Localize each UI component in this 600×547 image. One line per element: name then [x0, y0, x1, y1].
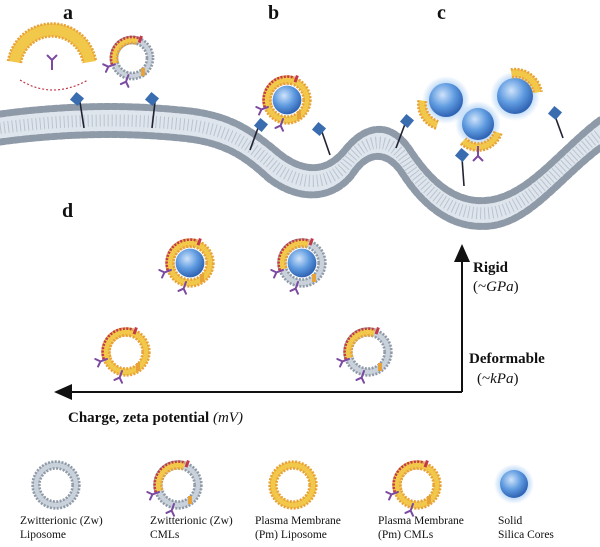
- panel-label-c: c: [437, 2, 446, 24]
- receptor-marker: [454, 147, 470, 187]
- receptor-marker: [311, 121, 331, 156]
- panel-c-particles: [416, 67, 543, 162]
- legend-label-zw-cml: Zwitterionic (Zw)CMLs: [150, 515, 233, 541]
- membrane-top-leaflet: [0, 103, 600, 205]
- receptor-marker: [249, 117, 269, 151]
- rigid-label: Rigid: [473, 260, 509, 276]
- particle-layer: [6, 22, 543, 517]
- panel-label-b: b: [268, 2, 280, 24]
- receptor-group: [69, 91, 564, 187]
- legend-label-pm-cml: Plasma Membrane(Pm) CMLs: [378, 515, 464, 541]
- rigid-unit-label: (~GPa): [473, 279, 519, 295]
- legend-label-zw-liposome: Zwitterionic (Zw)Liposome: [20, 515, 103, 541]
- deformable-unit-label: (~kPa): [477, 371, 519, 387]
- axes: [54, 244, 470, 400]
- membrane-bottom-leaflet: [0, 131, 600, 230]
- panel-a-particles: [6, 22, 155, 91]
- panel-label-a: a: [63, 2, 73, 24]
- charge-axis-label: Charge, zeta potential (mV): [68, 410, 243, 426]
- receptor-marker: [395, 113, 415, 149]
- panel-label-d: d: [62, 200, 74, 222]
- legend-icons: [31, 460, 534, 517]
- panel-b-particles: [255, 75, 312, 132]
- legend-label-pm-liposome: Plasma Membrane(Pm) Liposome: [255, 515, 341, 541]
- panel-d-particles: [94, 237, 393, 384]
- receptor-marker: [69, 91, 85, 129]
- receptor-marker: [144, 91, 160, 129]
- cell-membrane-bilayer: [0, 103, 600, 230]
- deformable-label: Deformable: [469, 351, 545, 367]
- receptor-marker: [547, 105, 564, 139]
